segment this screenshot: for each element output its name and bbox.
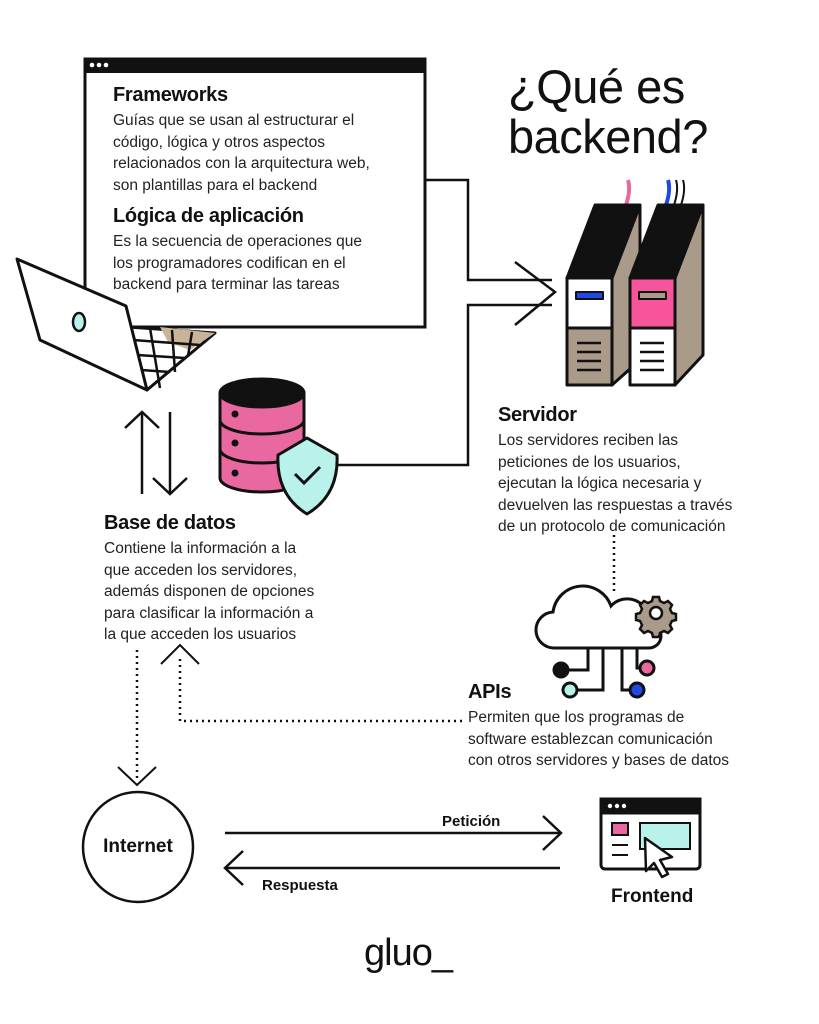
logica-heading: Lógica de aplicación — [113, 205, 304, 227]
code-window-icon — [83, 57, 427, 329]
peticion-label: Petición — [442, 813, 501, 830]
servidor-line: de un protocolo de comunicación — [498, 518, 726, 535]
frontend-label: Frontend — [611, 886, 694, 907]
request-arrow — [225, 815, 563, 851]
base-datos-heading: Base de datos — [104, 512, 236, 534]
apis-heading: APIs — [468, 681, 512, 703]
base-datos-line: para clasificar la información a — [104, 604, 314, 622]
frameworks-line: código, lógica y otros aspectos — [113, 133, 325, 151]
dotted-connectors — [135, 535, 616, 782]
cloud-api-icon — [534, 584, 678, 699]
server-icon — [565, 179, 705, 387]
base-datos-line: la que acceden los usuarios — [104, 626, 297, 643]
apis-section: APIs Permiten que los programas de softw… — [468, 681, 729, 772]
logica-line: Es la secuencia de operaciones que — [113, 233, 363, 250]
base-datos-line: además disponen de opciones — [104, 583, 315, 600]
servidor-line: ejecutan la lógica necesaria y — [498, 475, 702, 492]
dotted-arrowheads — [117, 643, 200, 787]
respuesta-label: Respuesta — [262, 877, 338, 894]
laptop-icon — [15, 257, 217, 392]
frameworks-heading: Frameworks — [113, 84, 228, 106]
frameworks-section: Frameworks Guías que se usan al estructu… — [113, 84, 370, 196]
servidor-section: Servidor Los servidores reciben las peti… — [498, 404, 732, 538]
servidor-heading: Servidor — [498, 404, 577, 426]
logica-line: los programadores codifican en el — [113, 254, 346, 272]
sync-arrows-icon — [124, 410, 188, 496]
internet-label: Internet — [103, 836, 173, 857]
gluo-logo: gluo_ — [364, 932, 453, 974]
base-datos-line: Contiene la información a la — [104, 540, 297, 557]
servidor-line: devuelven las respuestas a través — [498, 496, 733, 514]
title-line-2: backend? — [508, 110, 708, 163]
server-connector — [335, 178, 558, 467]
logica-line: backend para terminar las tareas — [113, 276, 340, 293]
servidor-line: peticiones de los usuarios, — [498, 453, 681, 471]
page-title: ¿Qué es backend? — [508, 62, 708, 162]
shield-check-icon — [276, 436, 339, 516]
title-line-1: ¿Qué es — [508, 60, 685, 113]
apis-line: con otros servidores y bases de datos — [468, 752, 730, 769]
internet-circle — [81, 790, 195, 904]
apis-line: Permiten que los programas de — [468, 709, 685, 726]
base-datos-section: Base de datos Contiene la información a … — [104, 512, 314, 646]
base-datos-line: que acceden los servidores, — [104, 561, 298, 579]
frontend-browser-icon — [599, 797, 702, 879]
servidor-line: Los servidores reciben las — [498, 432, 679, 449]
frameworks-line: relacionados con la arquitectura web, — [113, 155, 370, 172]
frameworks-line: son plantillas para el backend — [113, 176, 318, 194]
logica-section: Lógica de aplicación Es la secuencia de … — [113, 205, 362, 296]
response-arrow — [223, 850, 560, 886]
frameworks-line: Guías que se usan al estructurar el — [113, 112, 355, 129]
apis-line: software establezcan comunicación — [468, 730, 713, 748]
